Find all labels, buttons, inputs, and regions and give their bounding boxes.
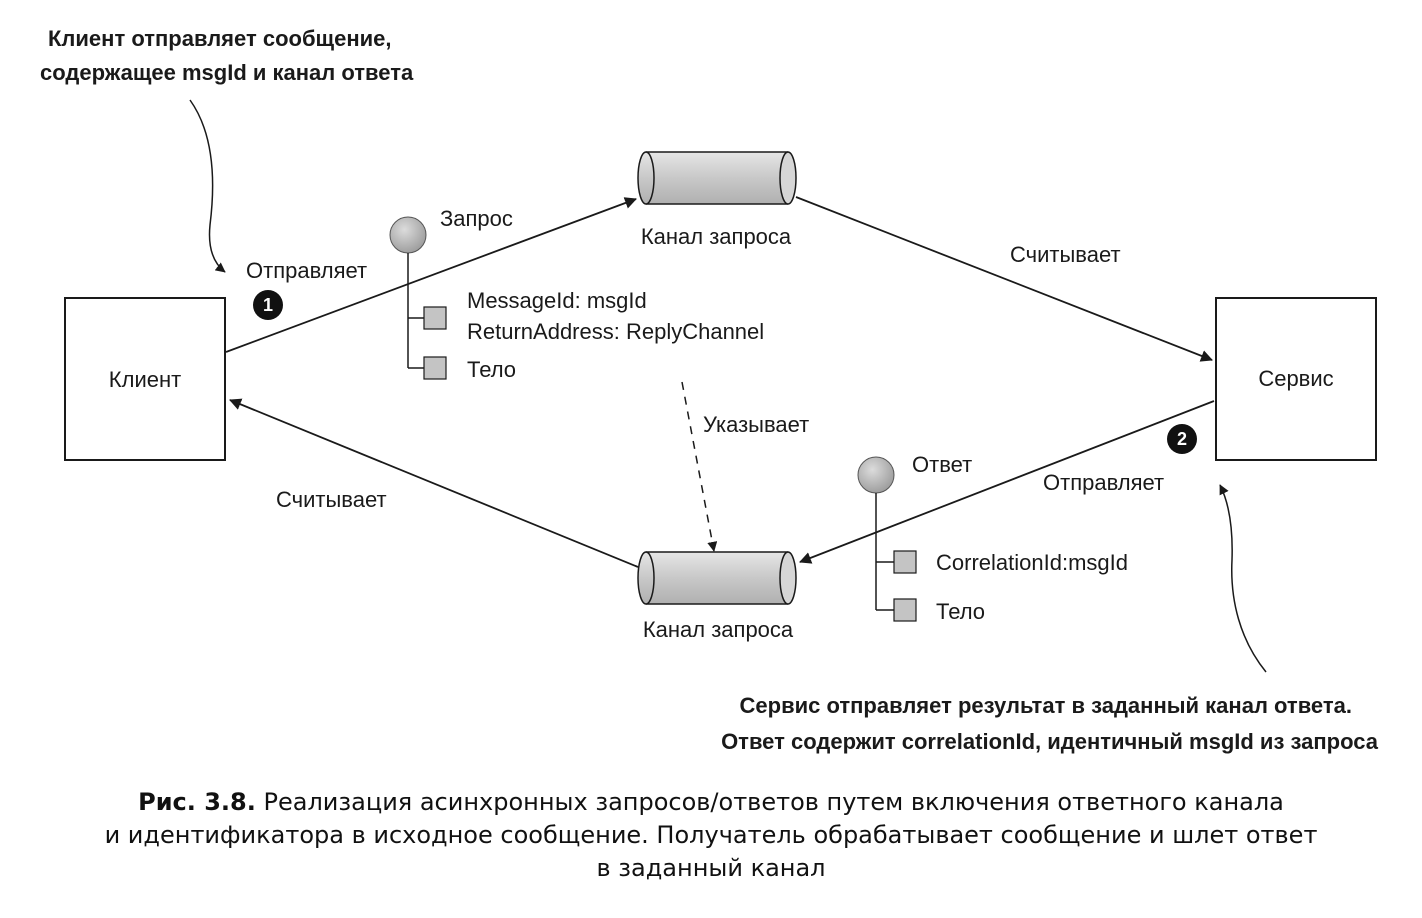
body-field-icon: [423, 356, 447, 380]
request-field-return-address: ReturnAddress: ReplyChannel: [467, 319, 764, 344]
caption-line-1: Рис. 3.8. Реализация асинхронных запросо…: [0, 786, 1422, 819]
header-field-icon: [423, 306, 447, 330]
request-message: [389, 216, 447, 380]
caption-line-2: и идентификатора в исходное сообщение. П…: [104, 821, 1318, 849]
client-label: Клиент: [109, 367, 181, 392]
service-sends-label: Отправляет: [1043, 470, 1164, 495]
service-label: Сервис: [1258, 366, 1333, 391]
step-2-number: 2: [1177, 429, 1187, 449]
service-note-line2: Ответ содержит correlationId, идентичный…: [721, 729, 1379, 754]
arrow-service-to-channel: [799, 400, 1215, 564]
request-channel-bottom: [637, 551, 797, 605]
step-1-marker: 1: [253, 290, 283, 320]
client-sends-label: Отправляет: [246, 258, 367, 283]
caption-line-3: в заданный канал: [596, 854, 826, 882]
request-channel-bottom-label: Канал запроса: [643, 617, 794, 642]
step-2-marker: 2: [1167, 424, 1197, 454]
service-note-pointer: [1219, 484, 1267, 673]
points-to-label: Указывает: [703, 412, 809, 437]
reply-body: Тело: [936, 599, 985, 624]
arrow-client-to-channel: [225, 197, 637, 353]
arrow-channel-to-service: [795, 196, 1213, 362]
client-note-line1: Клиент отправляет сообщение,: [48, 26, 392, 51]
reply-message: [857, 456, 917, 622]
arrow-points-to: [681, 381, 718, 552]
service-note-line1: Сервис отправляет результат в заданный к…: [740, 693, 1352, 718]
service-box: [1215, 297, 1377, 461]
diagram: Клиент отправляет сообщение, содержащее …: [40, 26, 1379, 754]
client-box: [64, 297, 226, 461]
figure-caption: Рис. 3.8. Реализация асинхронных запросо…: [0, 786, 1422, 885]
header-field-icon: [893, 550, 917, 574]
arrow-channel-to-client: [229, 398, 639, 568]
request-field-message-id: MessageId: msgId: [467, 288, 647, 313]
reply-title: Ответ: [912, 452, 972, 477]
client-note-pointer: [189, 99, 226, 273]
step-1-number: 1: [263, 295, 273, 315]
request-channel-top-label: Канал запроса: [641, 224, 792, 249]
caption-label: Рис. 3.8.: [138, 788, 256, 816]
caption-text-1: Реализация асинхронных запросов/ответов …: [263, 788, 1284, 816]
client-reads-label: Считывает: [276, 487, 387, 512]
service-reads-label: Считывает: [1010, 242, 1121, 267]
request-title: Запрос: [440, 206, 513, 231]
request-body: Тело: [467, 357, 516, 382]
request-channel-top: [637, 151, 797, 205]
body-field-icon: [893, 598, 917, 622]
client-note-line2: содержащее msgId и канал ответа: [40, 60, 414, 85]
reply-field-correlation-id: CorrelationId:msgId: [936, 550, 1128, 575]
